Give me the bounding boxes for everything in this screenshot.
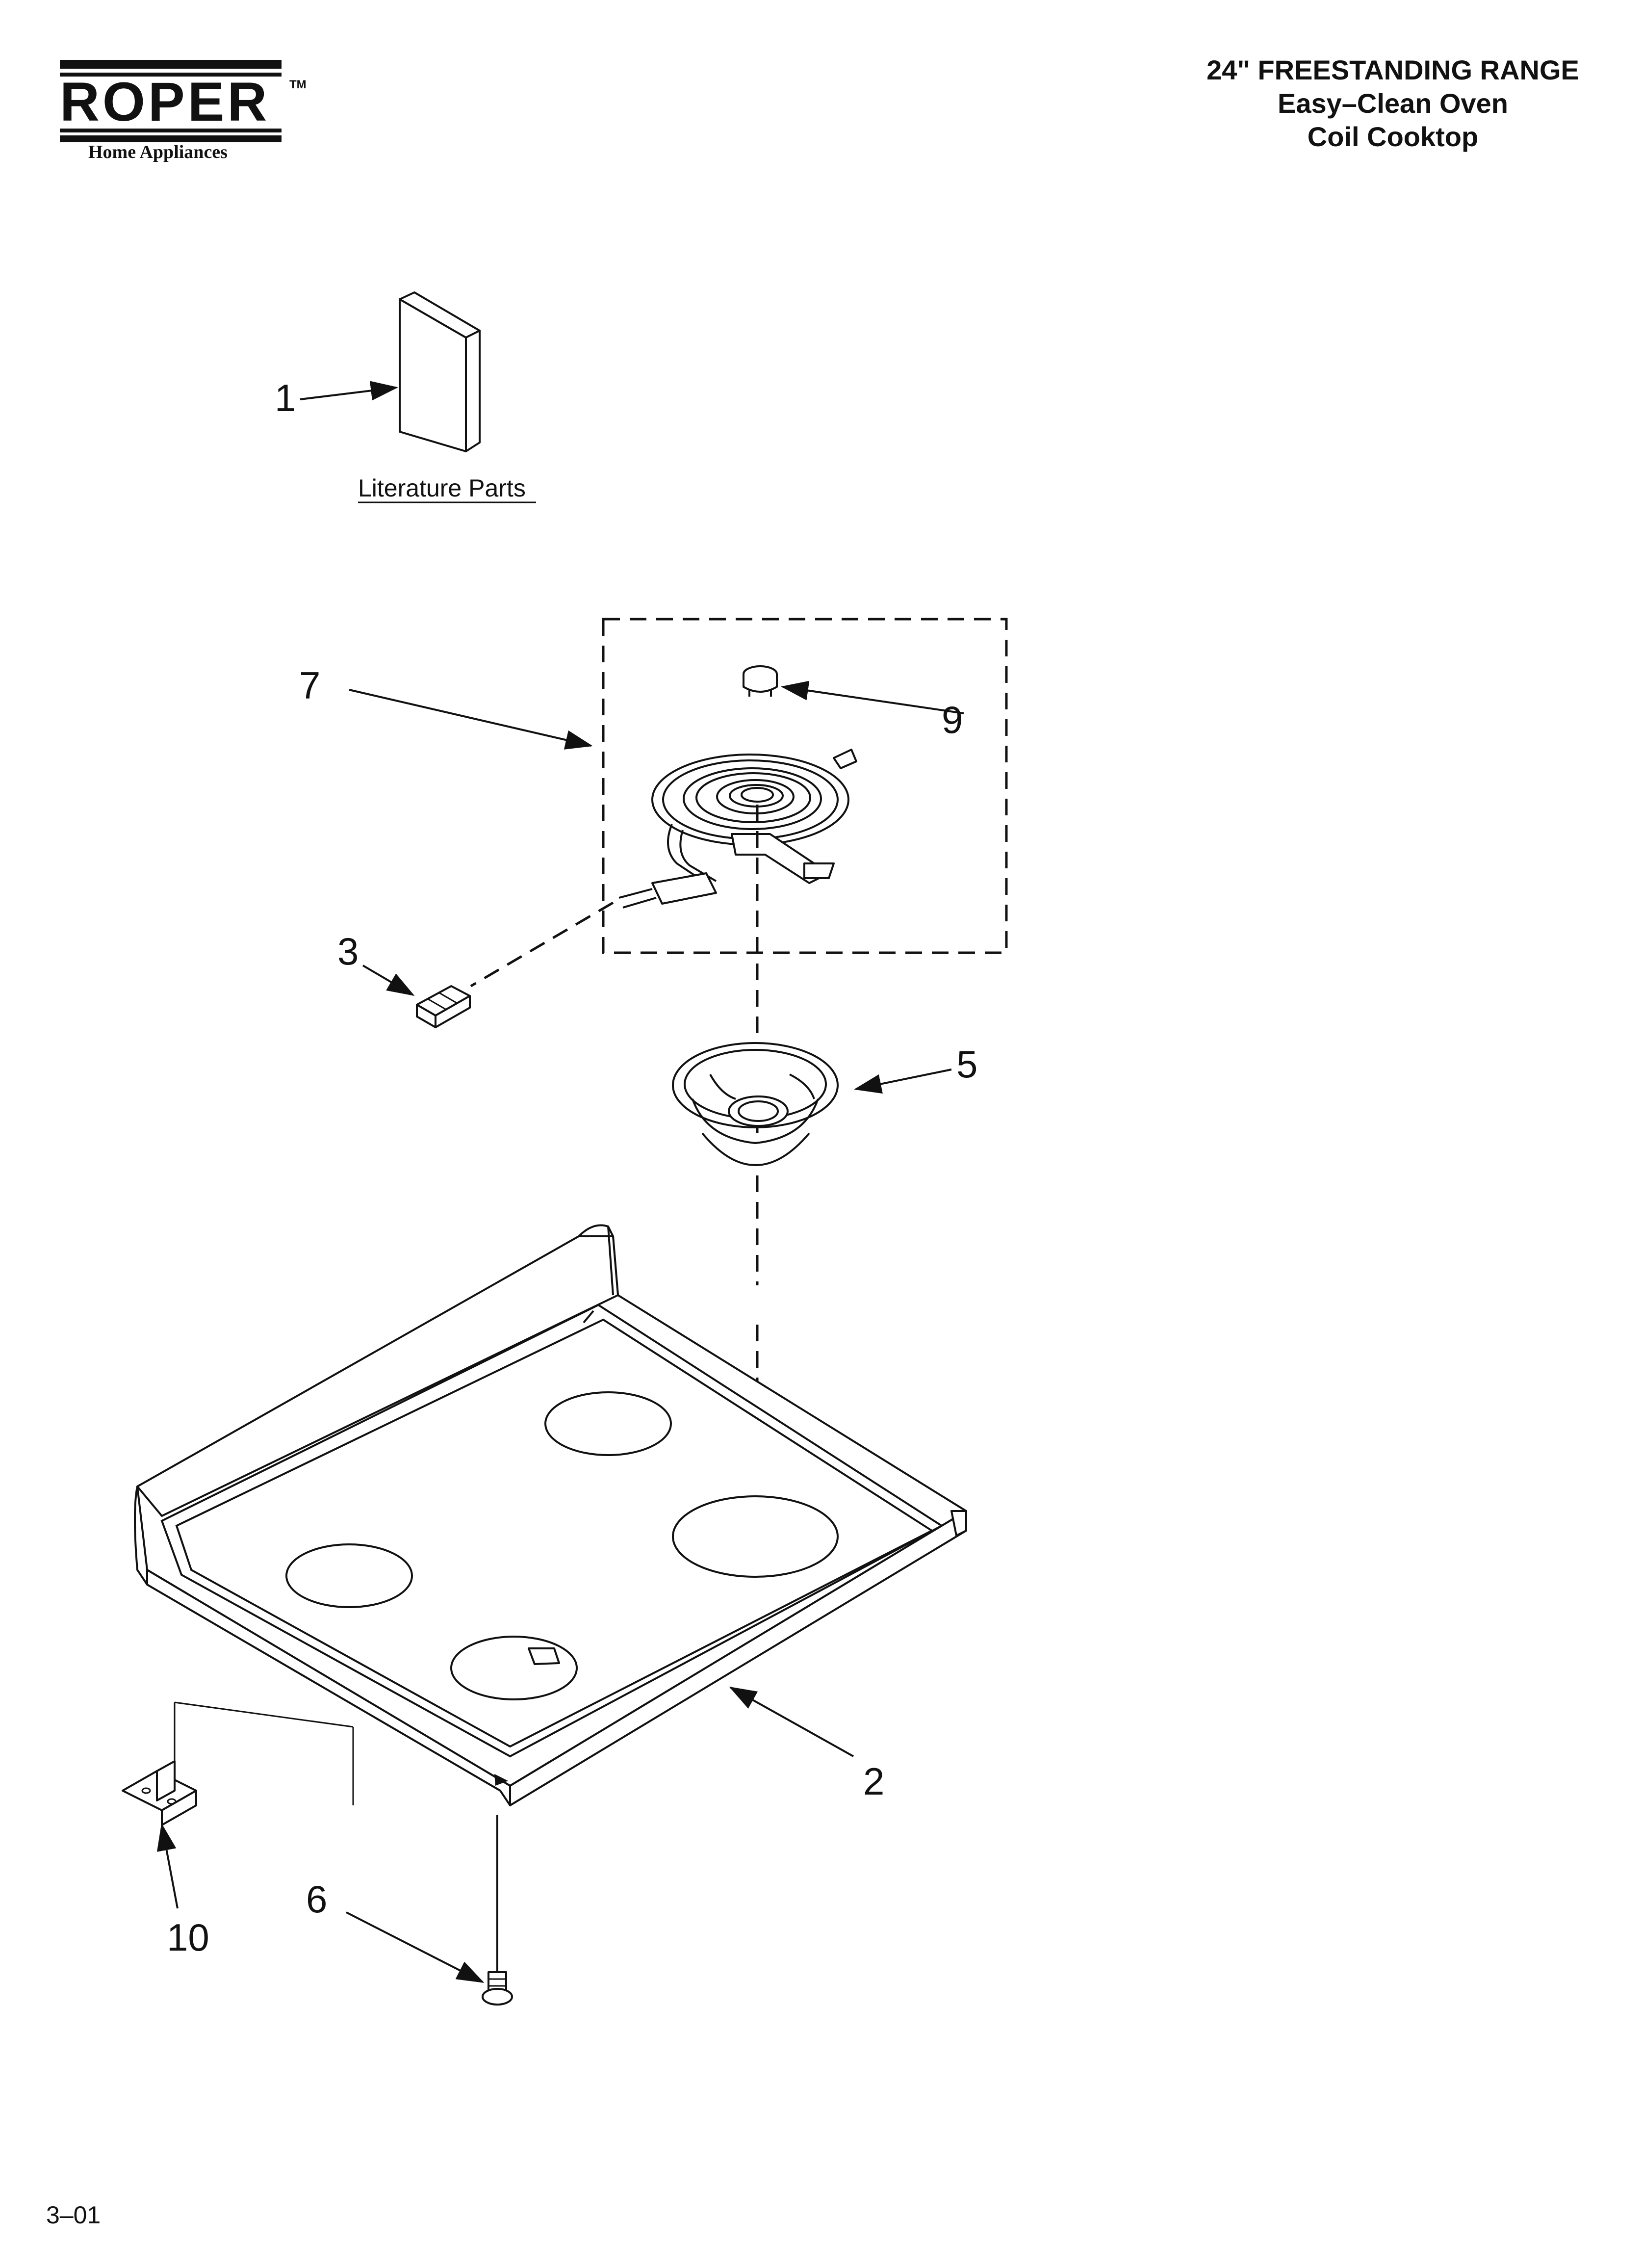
mounting-bracket xyxy=(122,1760,197,1826)
screw xyxy=(482,1971,513,2006)
page-code: 3–01 xyxy=(46,2201,101,2229)
model-oven-type: Easy–Clean Oven xyxy=(1278,88,1508,119)
coil-surface-element xyxy=(618,749,857,909)
model-cooktop-type: Coil Cooktop xyxy=(1308,121,1478,152)
element-cap xyxy=(743,665,778,697)
callout-9: 9 xyxy=(942,698,963,741)
element-kit-box xyxy=(602,618,1008,954)
callout-1: 1 xyxy=(275,376,296,419)
callout-3: 3 xyxy=(337,930,359,973)
brand-logo: ROPER TM Home Appliances xyxy=(60,60,307,162)
brand-logo-text: ROPER xyxy=(60,71,270,132)
brand-subtitle: Home Appliances xyxy=(88,142,228,162)
callout-10: 10 xyxy=(167,1916,209,1959)
callout-2: 2 xyxy=(863,1760,884,1803)
drip-bowl xyxy=(672,1042,839,1166)
trademark-mark: TM xyxy=(289,78,307,91)
literature-parts: 1 Literature Parts xyxy=(275,291,536,503)
terminal-block xyxy=(416,985,471,1028)
callout-7: 7 xyxy=(299,664,320,707)
cooktop-panel xyxy=(134,1224,967,1806)
literature-label: Literature Parts xyxy=(358,474,526,502)
callout-6: 6 xyxy=(306,1877,327,1921)
model-title: 24" FREESTANDING RANGE xyxy=(1206,54,1579,85)
callout-5: 5 xyxy=(956,1043,977,1086)
